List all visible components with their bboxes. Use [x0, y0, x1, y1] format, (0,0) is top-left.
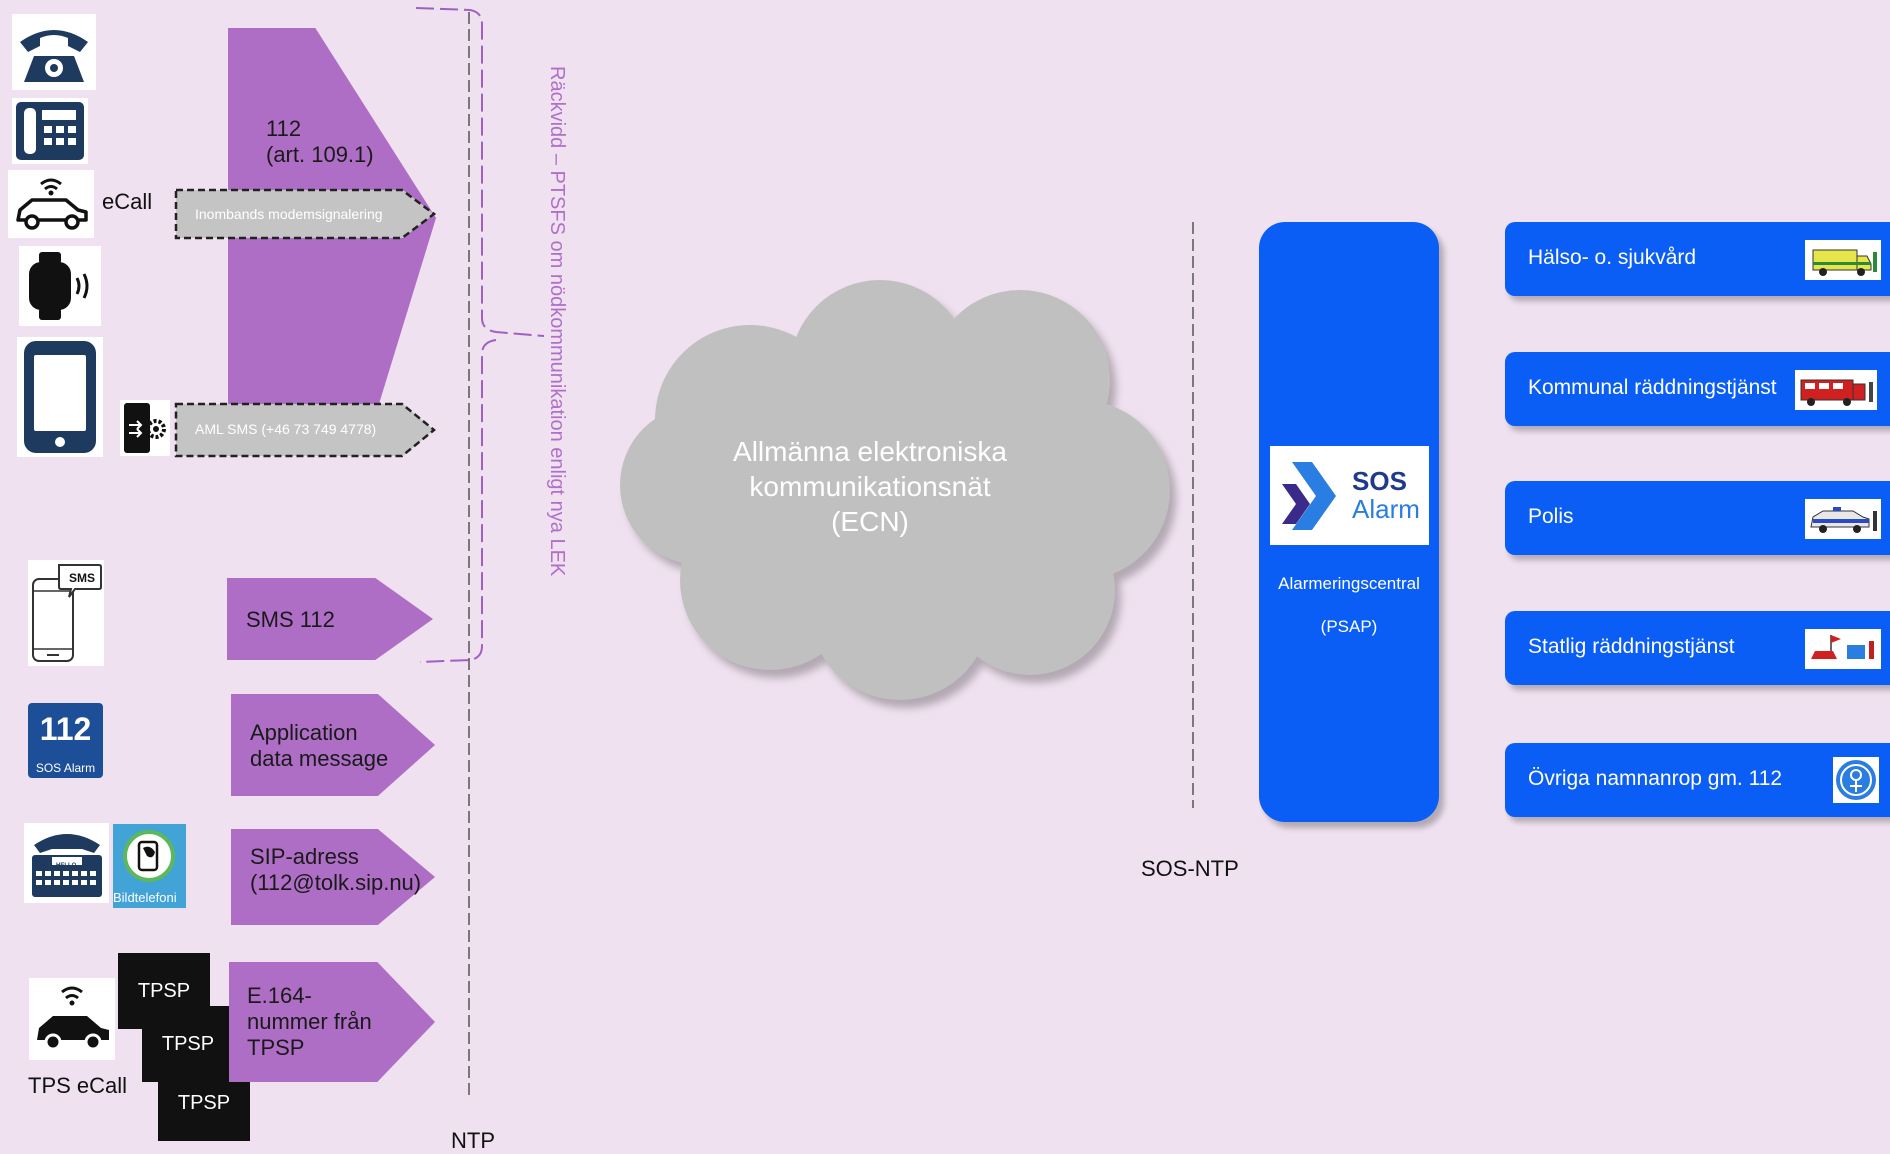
tps-car-icon — [29, 978, 115, 1060]
smartphone-icon — [17, 337, 103, 457]
app-112-brand: SOS Alarm — [35, 761, 96, 775]
app-112-number: 112 — [39, 711, 92, 747]
service-ovriga-namnanrop: Övriga namnanrop gm. 112 — [1505, 743, 1890, 817]
service-polis: Polis — [1505, 481, 1890, 555]
sms-phone-icon — [28, 560, 104, 666]
sos-logo-text-2: Alarm — [1352, 494, 1420, 524]
desk-phone-icon — [12, 98, 88, 164]
smartwatch-icon — [19, 246, 101, 326]
bildtelefoni-icon: Bildtelefoni — [113, 824, 186, 908]
psap-box: SOS Alarm Alarmeringscentral (PSAP) — [1259, 222, 1439, 822]
ecn-cloud — [620, 280, 1170, 700]
sos-alarm-logo: SOS Alarm — [1270, 446, 1429, 545]
sos-ntp-label: SOS-NTP — [1141, 856, 1239, 881]
service-statlig-raddningstjanst: Statlig räddningstjänst — [1505, 611, 1890, 685]
sip-label: SIP-adress (112@tolk.sip.nu) — [250, 844, 422, 895]
ntp-label: NTP — [451, 1128, 495, 1153]
service-kommunal-raddningstjanst: Kommunal räddningstjänst — [1505, 352, 1890, 426]
service-halso-sjukvard: Hälso- o. sjukvård — [1505, 222, 1890, 296]
inband-modem-label: Inombands modemsignalering — [195, 206, 383, 222]
aml-sms-arrow — [176, 404, 434, 456]
emblem-icon — [1833, 757, 1879, 803]
app-data-label: Application data message — [250, 720, 389, 771]
sms-bubble-label: SMS — [69, 571, 96, 585]
inband-modem-arrow — [176, 190, 434, 238]
ecn-cloud-label: Allmänna elektroniska kommunikationsnät … — [733, 436, 1007, 537]
phone-settings-icon — [120, 400, 170, 456]
landline-phone-icon — [12, 14, 96, 90]
sms112-label: SMS 112 — [246, 607, 335, 632]
ecall-car-icon — [8, 170, 94, 238]
aml-sms-label: AML SMS (+46 73 749 4778) — [195, 421, 377, 437]
bildtelefoni-label: Bildtelefoni — [113, 890, 177, 905]
app-112-icon: 112 SOS Alarm — [28, 703, 103, 778]
tps-ecall-label: TPS eCall — [28, 1073, 128, 1098]
rescue-icon — [1805, 629, 1881, 669]
fire-truck-icon — [1795, 370, 1877, 410]
ambulance-icon — [1805, 240, 1881, 280]
aml-sms-border — [174, 402, 436, 458]
inband-modem-border — [174, 188, 436, 240]
hello-label: HELLO — [56, 863, 77, 869]
sos-logo-text-1: SOS — [1352, 466, 1407, 496]
psap-label: Alarmeringscentral (PSAP) — [1278, 574, 1420, 636]
scope-label: Räckvidd – PTSFS om nödkommunikation enl… — [546, 66, 568, 577]
text-telephone-icon — [24, 823, 109, 903]
police-car-icon — [1805, 499, 1881, 539]
channel-112-label: 112 (art. 109.1) — [266, 116, 374, 167]
sos-logo-icon — [1282, 462, 1336, 530]
ecall-label: eCall — [102, 189, 153, 214]
e164-label: E.164- nummer från TPSP — [247, 983, 372, 1060]
